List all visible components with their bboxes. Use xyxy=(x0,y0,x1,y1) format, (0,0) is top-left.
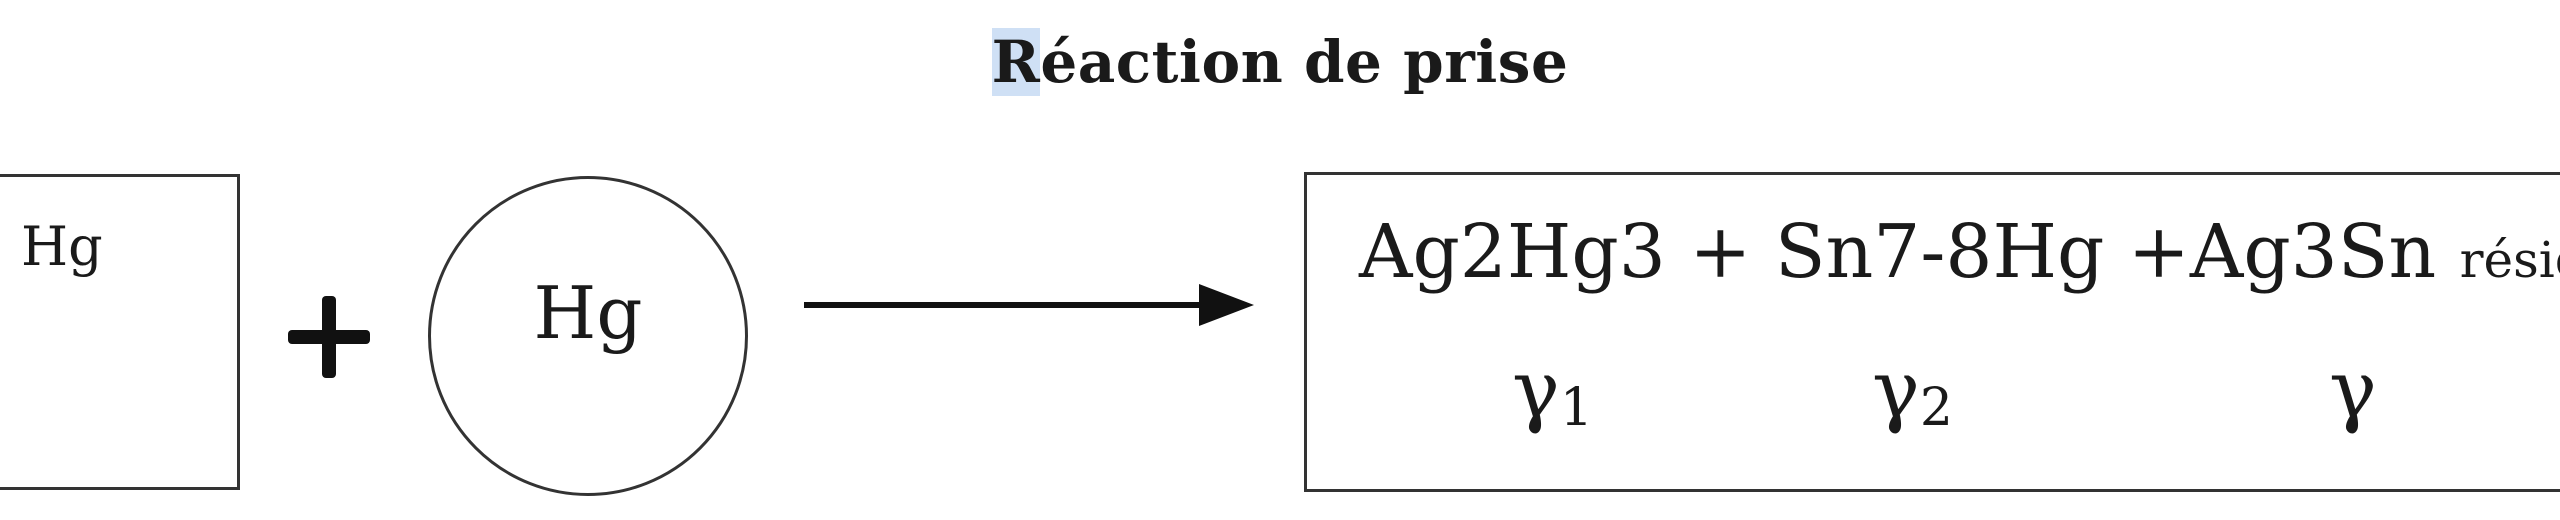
plus-icon xyxy=(288,296,370,378)
reactant-box-label: Hg xyxy=(21,215,103,278)
phase-gamma-1: γ1 xyxy=(1512,343,1593,438)
reaction-arrow-icon xyxy=(804,284,1254,326)
product-formula-main: Ag2Hg3 + Sn7-8Hg +Ag3Sn xyxy=(1359,209,2460,295)
mercury-circle: Hg xyxy=(428,176,748,496)
reactant-box: Hg xyxy=(0,174,240,490)
product-formula: Ag2Hg3 + Sn7-8Hg +Ag3Sn résidue xyxy=(1359,209,2560,295)
product-formula-suffix: résidue xyxy=(2459,231,2560,289)
mercury-circle-label: Hg xyxy=(533,271,643,355)
product-box: Ag2Hg3 + Sn7-8Hg +Ag3Sn résidue γ1 γ2 γ xyxy=(1304,172,2560,492)
title-first-letter: R xyxy=(991,28,1041,96)
phase-gamma: γ xyxy=(2329,343,2377,436)
title-rest: éaction de prise xyxy=(1040,28,1569,96)
diagram-title: Réaction de prise xyxy=(0,28,2560,96)
phase-gamma-2: γ2 xyxy=(1872,343,1953,438)
